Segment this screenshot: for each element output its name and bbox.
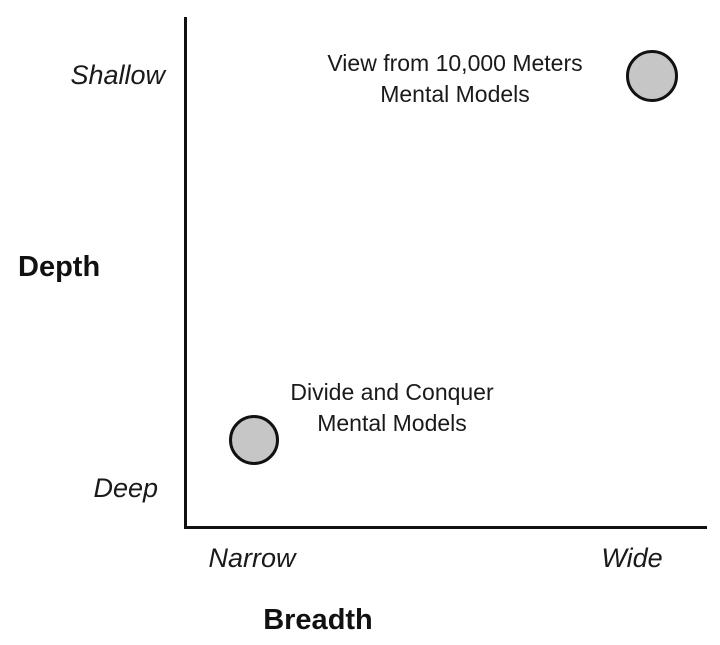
x-tick-label-narrow: Narrow [208,543,296,573]
annotation-line: Mental Models [317,410,467,436]
x-axis-line [184,526,707,529]
annotation-line: View from 10,000 Meters [327,50,583,76]
y-axis-title: Depth [18,251,101,283]
y-axis-line [184,17,187,529]
annotation-divide-and-conquer: Divide and Conquer Mental Models [242,377,542,439]
y-tick-label-shallow: Shallow [70,60,165,90]
data-point-circle-deep-narrow [229,415,279,465]
data-point-circle-shallow-wide [626,50,678,102]
annotation-line: Mental Models [380,81,530,107]
y-tick-label-deep: Deep [93,473,158,503]
x-axis-title: Breadth [263,604,373,636]
annotation-view-from-10000-meters: View from 10,000 Meters Mental Models [305,48,605,110]
annotation-line: Divide and Conquer [290,379,494,405]
x-tick-label-wide: Wide [601,543,663,573]
